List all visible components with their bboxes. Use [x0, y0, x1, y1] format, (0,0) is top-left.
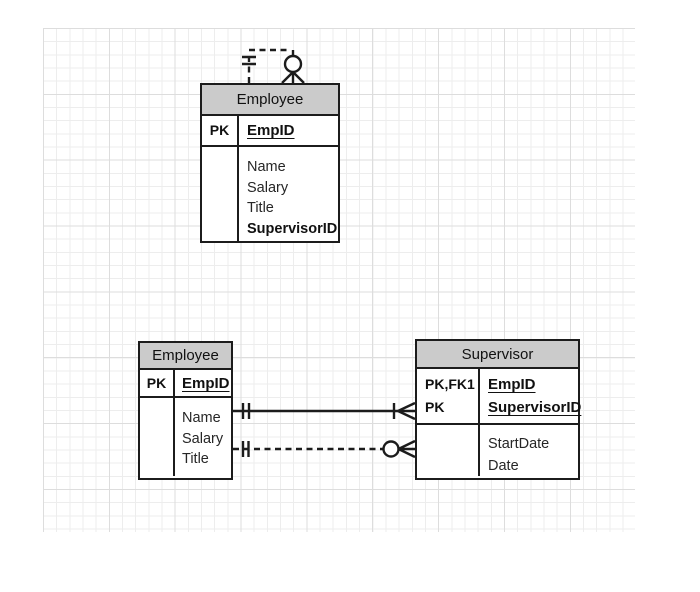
key-name-cell: EmpID SupervisorID	[488, 373, 581, 419]
key-name-cell: EmpID	[247, 119, 295, 142]
entity-title-bar: Employee	[140, 343, 231, 370]
key-attribute: SupervisorID	[488, 399, 582, 416]
zero-cardinality-circle-icon	[283, 54, 303, 74]
attribute-list: Name Salary Title	[182, 408, 223, 470]
attribute-name: StartDate	[488, 436, 550, 452]
key-row-divider	[140, 396, 231, 398]
zero-cardinality-circle-icon	[382, 440, 400, 458]
entity-title: Employee	[152, 347, 219, 364]
entity-title-bar: Employee	[202, 85, 338, 116]
key-attribute: EmpID	[247, 122, 295, 139]
attribute-list: StartDate Date	[488, 433, 549, 477]
key-name-cell: EmpID	[182, 372, 230, 395]
one-and-only-one-marker-icon	[241, 403, 251, 419]
connector-employee-supervisor-nonidentifying[interactable]	[233, 439, 416, 459]
key-tag: PK	[209, 122, 230, 138]
entity-supervisor[interactable]: Supervisor PK,FK1 PK EmpID SupervisorID …	[415, 339, 581, 480]
key-tag-cell: PK,FK1 PK	[425, 373, 475, 419]
entity-title: Supervisor	[461, 345, 534, 363]
attribute-name-fk: SupervisorID	[247, 220, 338, 237]
connector-employee-supervisor-identifying[interactable]	[233, 401, 416, 421]
key-attribute: EmpID	[182, 375, 230, 392]
key-tag: PK	[146, 375, 167, 391]
attribute-name: Salary	[182, 430, 224, 447]
key-row-divider	[202, 145, 338, 147]
one-and-only-one-marker-icon	[241, 441, 250, 457]
attribute-name: Name	[247, 159, 286, 175]
attribute-name: Salary	[247, 179, 289, 196]
crow-foot-many-icon	[281, 71, 305, 84]
entity-body: PK EmpID Name Salary Title	[140, 370, 231, 476]
attribute-name: Name	[182, 410, 221, 426]
key-tag-cell: PK	[140, 372, 173, 395]
crow-foot-many-icon	[397, 401, 416, 421]
attribute-name: Title	[182, 451, 209, 467]
key-column-divider	[173, 370, 175, 476]
entity-title: Employee	[236, 91, 304, 108]
key-tag: PK,FK1	[425, 376, 475, 392]
key-tag: PK	[425, 399, 445, 415]
key-column-divider	[478, 369, 480, 476]
entity-title-bar: Supervisor	[417, 341, 578, 369]
one-and-only-one-marker-icon	[242, 55, 256, 66]
connector-employee-self[interactable]	[242, 48, 305, 84]
key-column-divider	[237, 116, 239, 241]
entity-body: PK EmpID Name Salary Title SupervisorID	[202, 116, 338, 241]
entity-body: PK,FK1 PK EmpID SupervisorID StartDate D…	[417, 369, 581, 477]
attribute-list: Name Salary Title SupervisorID	[247, 157, 337, 239]
key-attribute: EmpID	[488, 376, 536, 393]
attribute-name: Title	[247, 200, 274, 216]
entity-employee-top[interactable]: Employee PK EmpID Name Salary Title Supe…	[200, 83, 340, 243]
attribute-name: Date	[488, 458, 519, 474]
key-row-divider	[417, 423, 578, 425]
entity-employee-bottom[interactable]: Employee PK EmpID Name Salary Title	[138, 341, 233, 480]
crow-foot-many-icon	[397, 439, 416, 459]
key-tag-cell: PK	[202, 119, 237, 142]
